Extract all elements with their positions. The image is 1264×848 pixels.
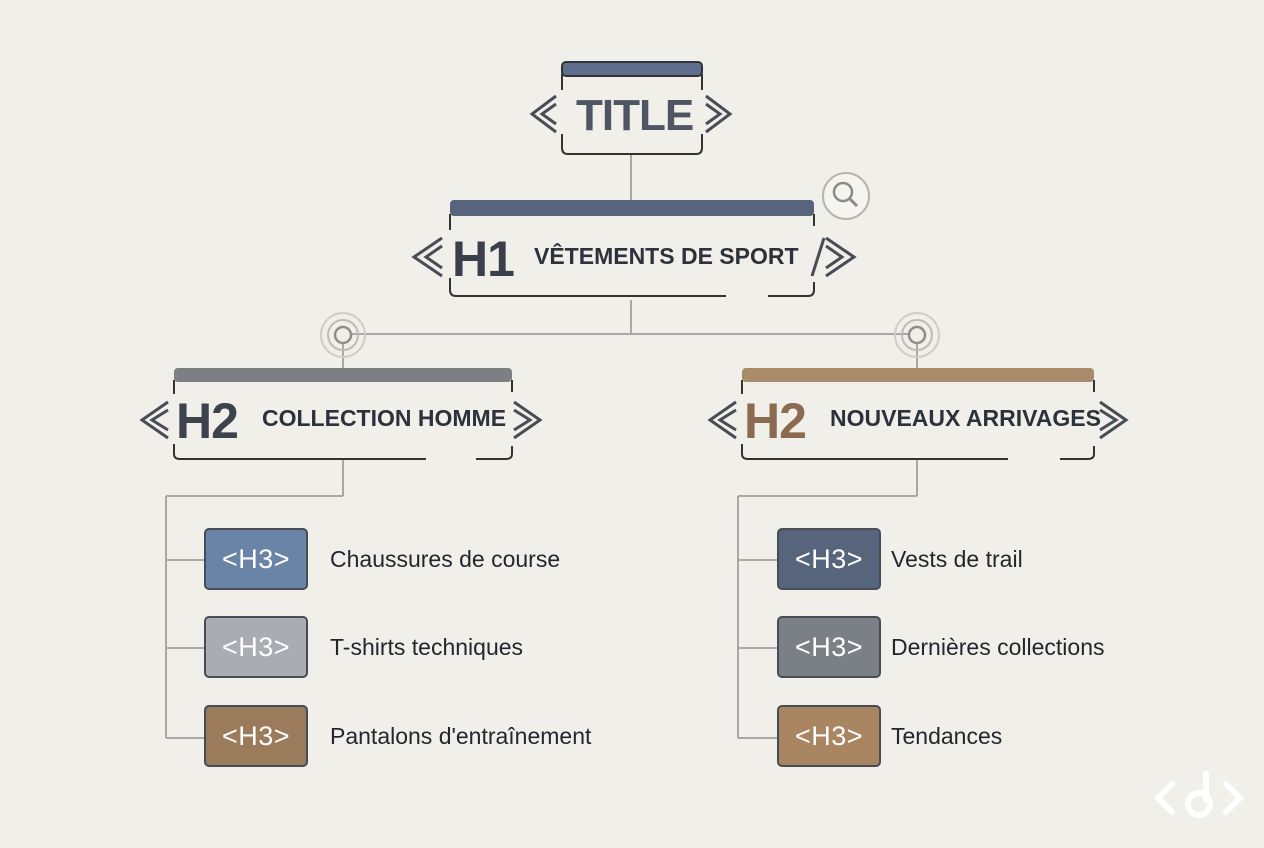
h3-badge: <H3> [777,528,881,590]
h1-right-chevron-icon [825,236,857,278]
h2-right-label: NOUVEAUX ARRIVAGES [830,405,1101,431]
h3-text: T-shirts techniques [330,634,524,660]
h3-item-right-2: <H3> Dernières collections [777,616,1177,682]
title-card-frame [561,61,703,155]
code-bracket-logo-icon [1155,771,1243,818]
title-right-chevron-icon [705,94,733,134]
h1-node: H1 VÊTEMENTS DE SPORT [404,198,864,302]
h3-badge: <H3> [204,616,308,678]
h1-tag: H1 [452,231,515,287]
target-icon [894,312,940,358]
h3-item-left-3: <H3> Pantalons d'entraînement [204,705,634,771]
h3-text: Dernières collections [891,634,1105,660]
search-icon [822,172,870,220]
title-tag: TITLE [576,91,694,140]
h3-text: Tendances [891,723,1003,749]
target-icon [320,312,366,358]
h3-badge: <H3> [204,528,308,590]
h2-right-card-frame [741,368,1095,460]
title-left-chevron-icon [529,94,557,134]
h2-right-tag: H2 [744,393,807,449]
h2-right-left-chevron-icon [707,400,737,440]
h2-right-right-chevron-icon [1099,400,1129,440]
h2-node-left: H2 COLLECTION HOMME [134,366,554,462]
h1-card-frame [449,200,815,297]
h2-left-label: COLLECTION HOMME [262,405,507,431]
h3-badge: <H3> [777,705,881,767]
h1-slash-icon [810,237,826,277]
h2-left-card-frame [173,368,513,460]
h2-left-tag: H2 [176,393,239,449]
h3-item-left-1: <H3> Chaussures de course [204,528,624,594]
h2-node-right: H2 NOUVEAUX ARRIVAGES [702,366,1142,462]
h3-badge: <H3> [204,705,308,767]
title-node: TITLE [520,58,744,158]
h3-text: Pantalons d'entraînement [330,723,592,749]
h1-label: VÊTEMENTS DE SPORT [534,243,799,269]
h2-left-left-chevron-icon [139,400,169,440]
h3-item-right-3: <H3> Tendances [777,705,1177,771]
h2-left-right-chevron-icon [513,400,543,440]
h1-left-chevron-icon [411,236,443,278]
h3-item-right-1: <H3> Vests de trail [777,528,1177,594]
h3-item-left-2: <H3> T-shirts techniques [204,616,624,682]
h3-text: Chaussures de course [330,546,561,572]
h3-badge: <H3> [777,616,881,678]
h3-text: Vests de trail [891,546,1023,572]
